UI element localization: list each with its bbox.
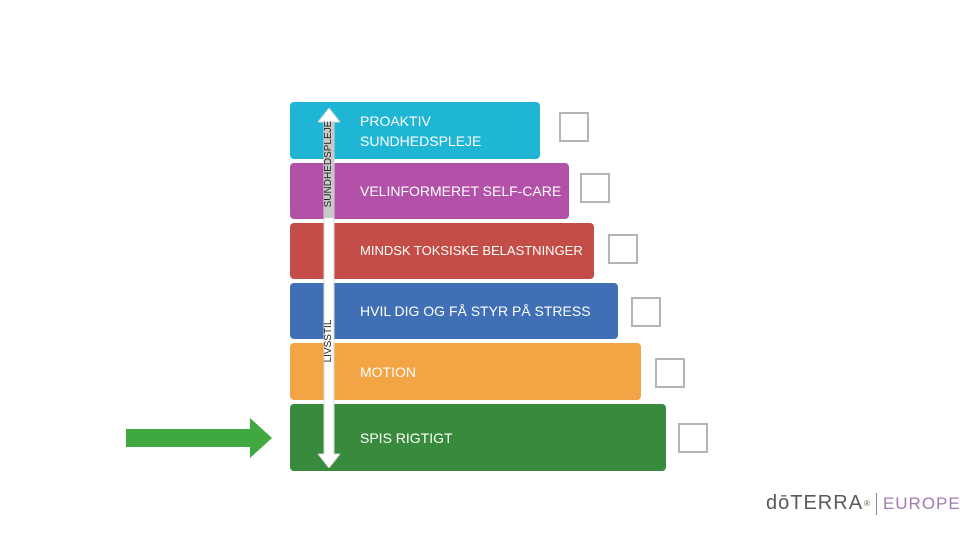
step-label: MOTION [360, 363, 416, 380]
checkbox-hvil-dig-og-faa-styr-paa-stress[interactable] [631, 297, 661, 327]
step-label: SPIS RIGTIGT [360, 429, 453, 446]
axis-top-label: SUNDHEDSPLEJE [323, 120, 334, 208]
logo-divider [875, 492, 877, 515]
double-arrow-axis [318, 108, 340, 468]
step-mindsk-toksiske-belastninger: MINDSK TOKSISKE BELASTNINGER [290, 223, 594, 279]
step-label: VELINFORMERET SELF-CARE [360, 183, 562, 199]
step-label: PROAKTIV SUNDHEDSPLEJE [360, 112, 482, 149]
step-velinformeret-self-care: VELINFORMERET SELF-CARE [290, 163, 569, 219]
logo-region: EUROPE [882, 493, 960, 513]
checkbox-spis-rigtigt[interactable] [678, 423, 708, 453]
checkbox-motion[interactable] [655, 358, 685, 388]
step-spis-rigtigt: SPIS RIGTIGT [290, 404, 666, 471]
checkbox-velinformeret-self-care[interactable] [580, 173, 610, 203]
doterra-europe-logo: dōTERRA ® EUROPE [766, 492, 960, 515]
arrow-right-icon [126, 418, 272, 458]
logo-trademark: ® [864, 499, 870, 508]
axis-bottom-label: LIVSSTIL [323, 319, 334, 363]
checkbox-proaktiv-sundhedspleje[interactable] [559, 112, 589, 142]
logo-brand: dōTERRA [766, 492, 864, 514]
step-label: HVIL DIG OG FÅ STYR PÅ STRESS [360, 303, 591, 319]
step-motion: MOTION [290, 343, 641, 400]
checkbox-mindsk-toksiske-belastninger[interactable] [608, 234, 638, 264]
step-hvil-dig-og-faa-styr-paa-stress: HVIL DIG OG FÅ STYR PÅ STRESS [290, 283, 618, 339]
step-label: MINDSK TOKSISKE BELASTNINGER [360, 243, 583, 258]
